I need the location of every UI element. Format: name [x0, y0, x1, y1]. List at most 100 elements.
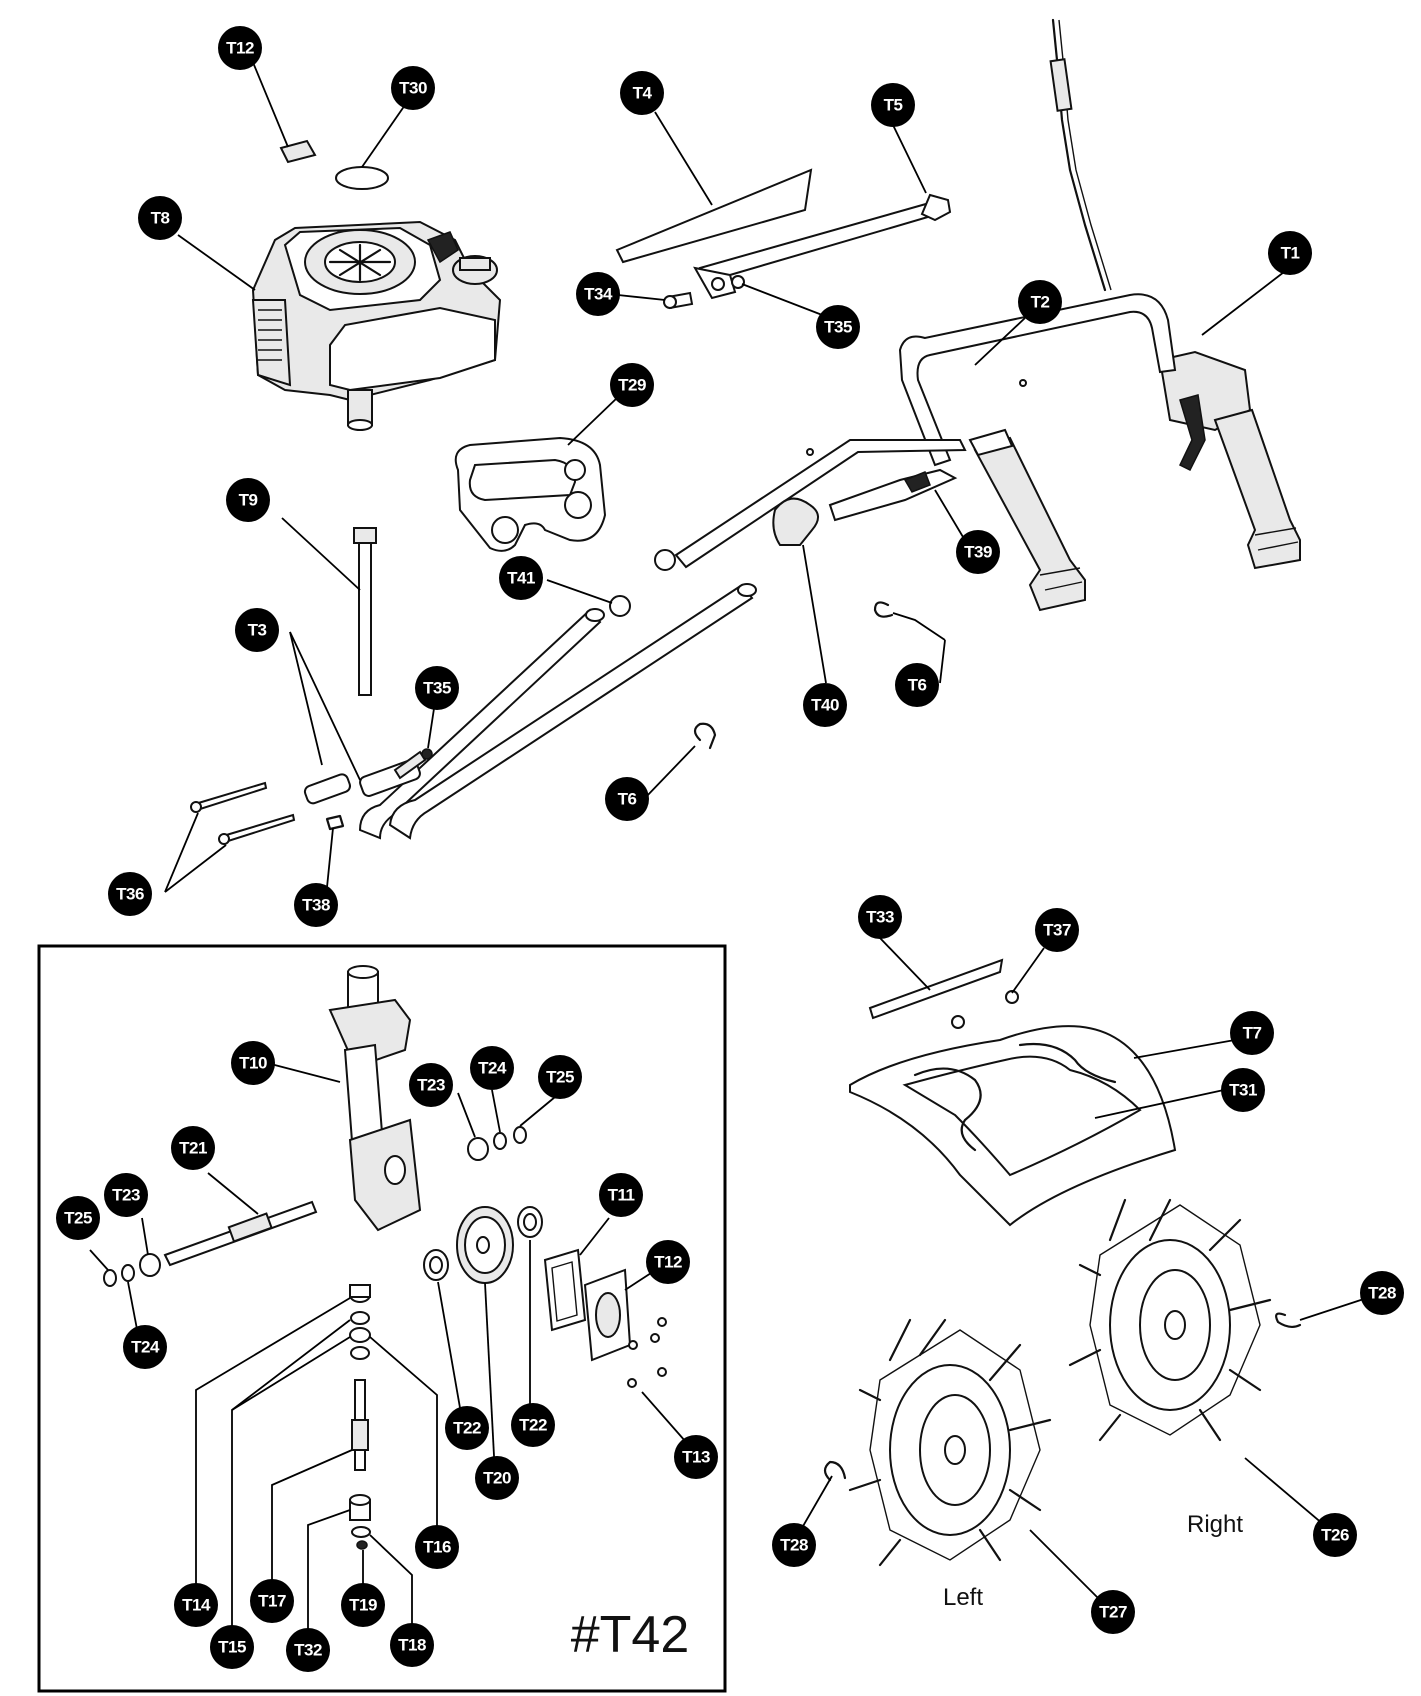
callout-t24-a: T24 — [470, 1046, 514, 1090]
svg-text:T30: T30 — [399, 79, 427, 98]
decal-t4-strip — [615, 168, 813, 264]
svg-text:T24: T24 — [478, 1059, 507, 1078]
svg-text:T1: T1 — [1281, 244, 1300, 263]
washer-t24-a — [493, 1132, 507, 1150]
svg-text:T33: T33 — [866, 908, 894, 927]
callout-t5: T5 — [871, 83, 915, 127]
callout-t16: T16 — [415, 1525, 459, 1569]
svg-text:T3: T3 — [248, 621, 267, 640]
svg-text:T41: T41 — [507, 569, 535, 588]
worm-shaft-t17 — [351, 1379, 369, 1471]
cable-bracket-t39 — [828, 468, 958, 522]
callout-t36: T36 — [108, 872, 152, 916]
svg-text:T24: T24 — [131, 1338, 160, 1357]
gasket-t29 — [454, 436, 607, 552]
callout-t14: T14 — [174, 1583, 218, 1627]
callout-t17: T17 — [250, 1579, 294, 1623]
engine-t8 — [251, 220, 502, 431]
pin-t28-left — [823, 1460, 847, 1482]
callout-t12-kit: T12 — [646, 1240, 690, 1284]
svg-text:T32: T32 — [294, 1641, 322, 1660]
svg-text:T28: T28 — [1368, 1284, 1396, 1303]
svg-text:T27: T27 — [1099, 1603, 1127, 1622]
svg-text:T5: T5 — [884, 96, 903, 115]
callout-t12-top: T12 — [218, 26, 262, 70]
decal-t33 — [868, 958, 1004, 1020]
callout-t21: T21 — [171, 1126, 215, 1170]
callout-t32: T32 — [286, 1628, 330, 1672]
nut-t35-lower — [421, 748, 433, 760]
bushing-t32 — [349, 1494, 371, 1521]
callout-t10: T10 — [231, 1041, 275, 1085]
callout-t23-a: T23 — [409, 1063, 453, 1107]
washer-t22-right — [517, 1206, 543, 1238]
svg-text:T22: T22 — [453, 1419, 481, 1438]
nut-t35-upper — [731, 275, 745, 289]
callout-t9: T9 — [226, 478, 270, 522]
clip-t38 — [325, 814, 345, 831]
callout-t29: T29 — [610, 363, 654, 407]
callout-t22-left: T22 — [445, 1406, 489, 1450]
retainer-t19 — [356, 1540, 368, 1550]
svg-text:T39: T39 — [964, 543, 992, 562]
svg-text:T22: T22 — [519, 1416, 547, 1435]
svg-text:T35: T35 — [824, 318, 852, 337]
rod-t9 — [353, 527, 377, 696]
tine-label-right: Right — [1187, 1511, 1243, 1538]
tine-assembly-t27-left — [848, 1318, 1052, 1567]
throttle-control-t1 — [1049, 18, 1252, 472]
tine-assembly-t26-right — [1068, 1198, 1272, 1442]
plug-t41 — [609, 595, 631, 617]
svg-text:T18: T18 — [398, 1636, 426, 1655]
clip-t6-lower — [693, 722, 717, 750]
pin-t36-upper — [190, 781, 268, 813]
clip-t6-upper — [873, 601, 894, 618]
svg-text:T36: T36 — [116, 885, 144, 904]
svg-text:T12: T12 — [226, 39, 254, 58]
gearbox-housing-t10 — [328, 965, 422, 1232]
callout-t25-b: T25 — [56, 1196, 100, 1240]
svg-text:T6: T6 — [618, 790, 637, 809]
callout-t25-a: T25 — [538, 1055, 582, 1099]
decal-t30-oval — [335, 166, 389, 190]
svg-text:T2: T2 — [1031, 293, 1050, 312]
svg-text:T15: T15 — [218, 1638, 246, 1657]
gear-t20 — [456, 1206, 514, 1284]
bolt-t34 — [663, 291, 694, 310]
svg-text:T31: T31 — [1229, 1081, 1257, 1100]
svg-text:T8: T8 — [151, 209, 170, 228]
svg-text:T21: T21 — [179, 1139, 207, 1158]
callout-t35-lower: T35 — [415, 666, 459, 710]
svg-text:T25: T25 — [64, 1209, 92, 1228]
callout-t40: T40 — [803, 683, 847, 727]
callout-t37: T37 — [1035, 908, 1079, 952]
callout-t31: T31 — [1221, 1068, 1265, 1112]
screws-t13 — [627, 1317, 667, 1388]
knob-t40 — [772, 497, 819, 546]
svg-text:T35: T35 — [423, 679, 451, 698]
svg-text:T11: T11 — [608, 1186, 635, 1205]
callout-t8: T8 — [138, 196, 182, 240]
handle-grip-right — [1213, 408, 1301, 570]
svg-text:T38: T38 — [302, 896, 330, 915]
callout-t18: T18 — [390, 1623, 434, 1667]
callout-t19: T19 — [341, 1583, 385, 1627]
pin-t28-right — [1275, 1312, 1302, 1329]
svg-text:T17: T17 — [258, 1592, 286, 1611]
cover-t12 — [583, 1268, 632, 1362]
pin-t36-lower — [218, 813, 296, 845]
callout-t1: T1 — [1268, 231, 1312, 275]
callout-t13: T13 — [674, 1435, 718, 1479]
svg-text:T16: T16 — [423, 1538, 451, 1557]
svg-text:T29: T29 — [618, 376, 646, 395]
screw-t37 — [951, 990, 1019, 1029]
callout-t39: T39 — [956, 530, 1000, 574]
washer-t24-b — [121, 1264, 135, 1282]
bushing-t23-b — [139, 1253, 161, 1277]
svg-text:T23: T23 — [112, 1186, 140, 1205]
gasket-t11 — [543, 1248, 587, 1332]
callout-t27: T27 — [1091, 1590, 1135, 1634]
callout-t20: T20 — [475, 1456, 519, 1500]
svg-text:T37: T37 — [1043, 921, 1071, 940]
